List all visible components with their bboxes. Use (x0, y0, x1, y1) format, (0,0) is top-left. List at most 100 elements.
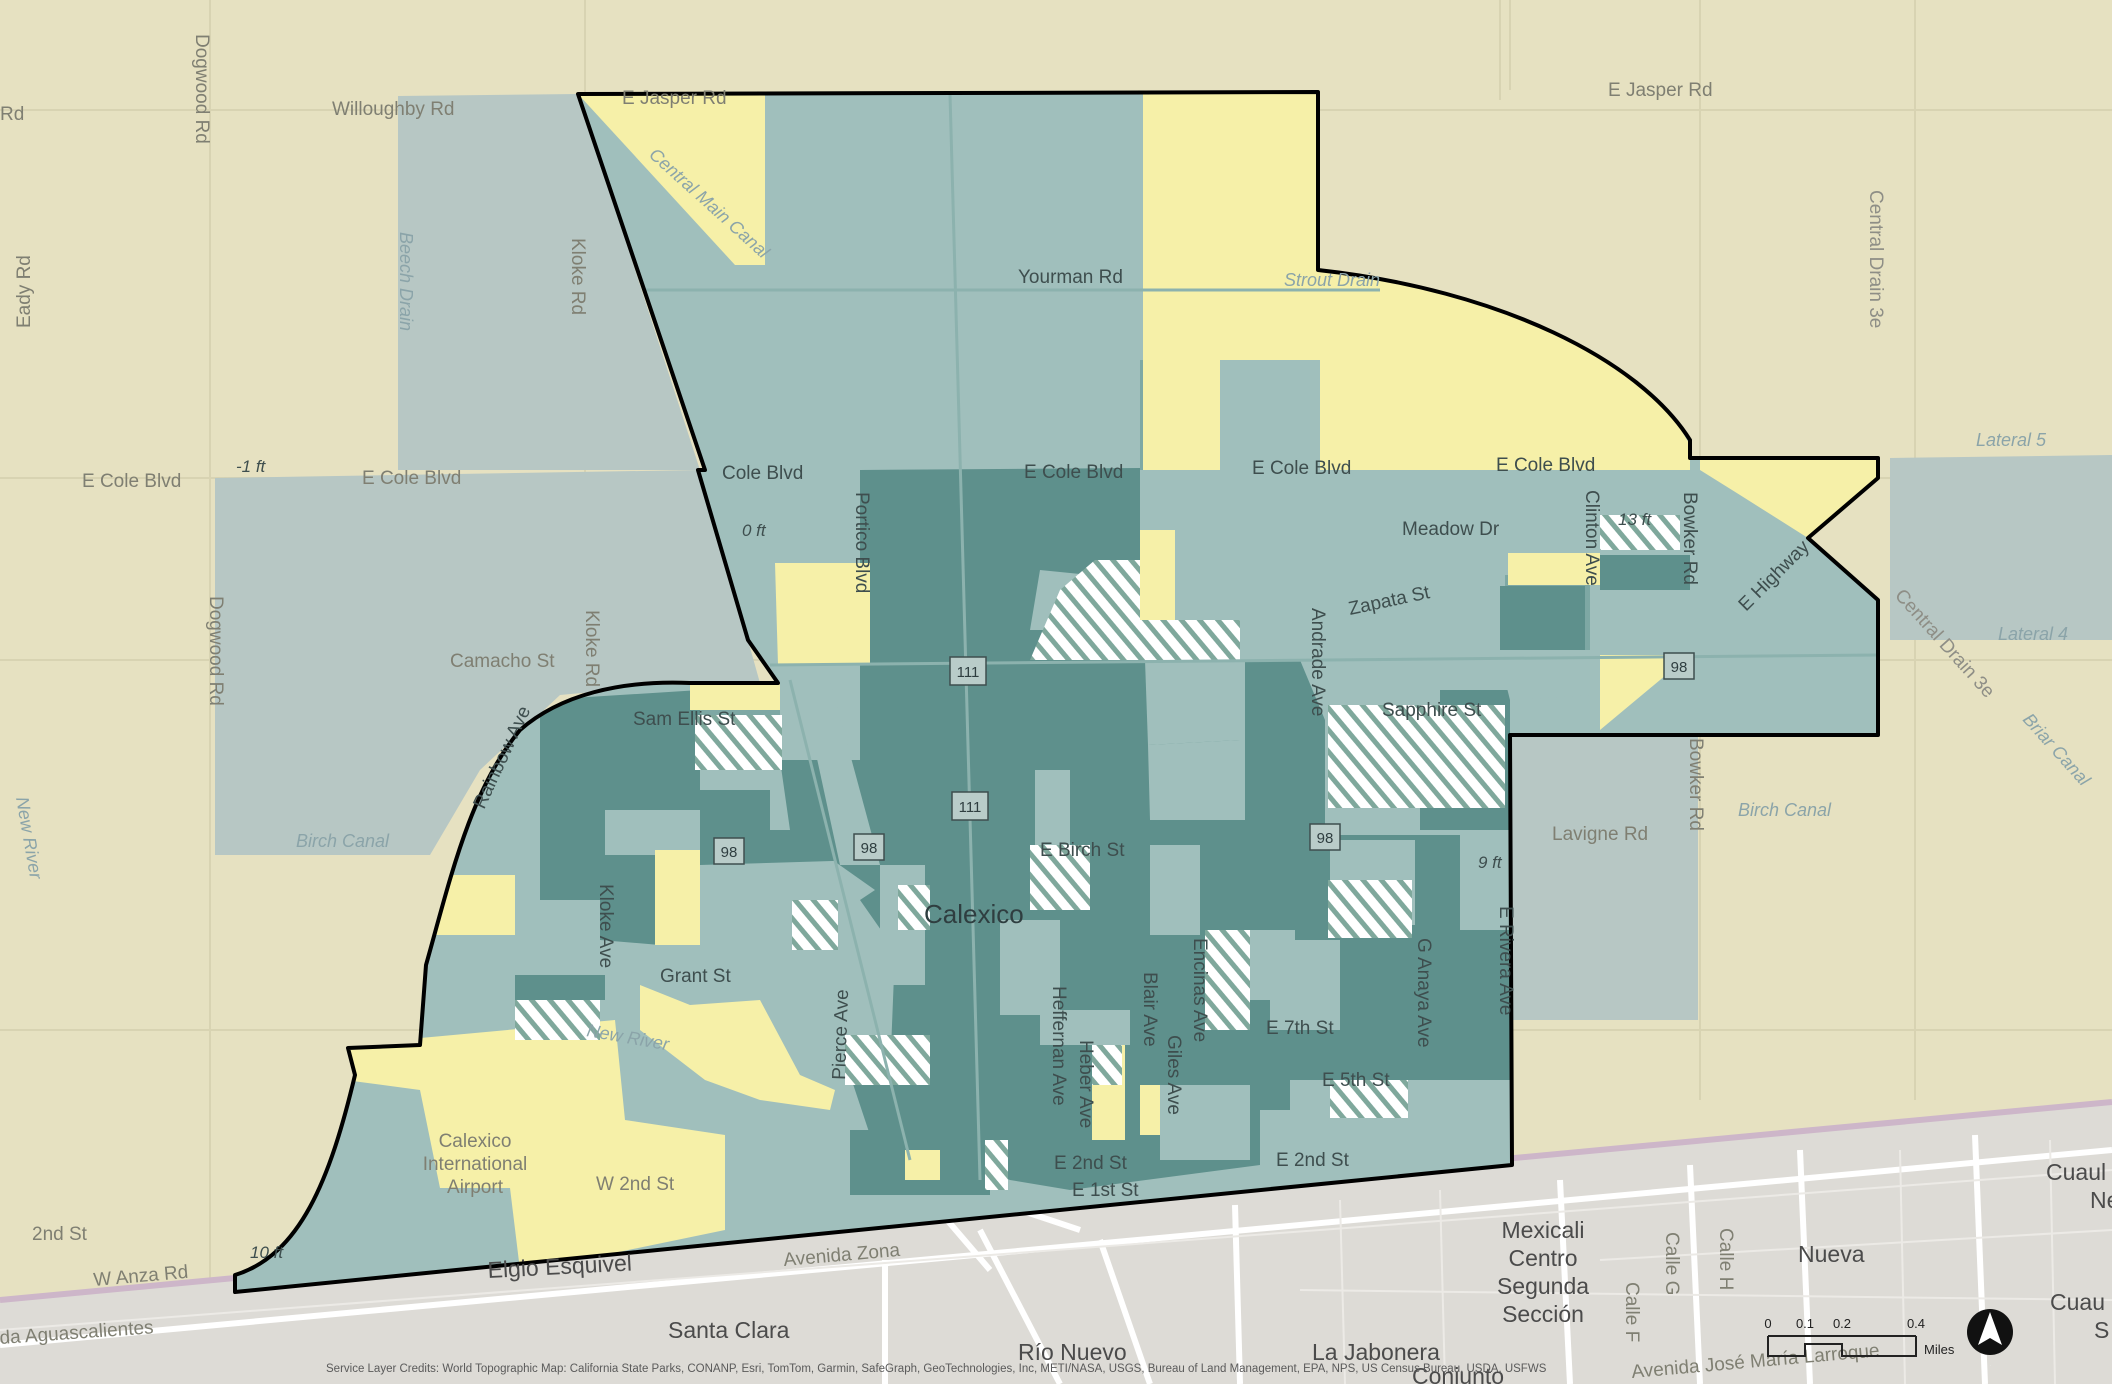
label-sapphire: Sapphire St (1382, 700, 1482, 721)
label-rivera: E Rivera Ave (1495, 906, 1516, 1015)
label-kloke-s: Kloke Ave (595, 884, 616, 968)
label-centro-3: Segunda (1497, 1273, 1589, 1299)
north-arrow-icon: N (1967, 1309, 2013, 1367)
svg-text:98: 98 (1671, 659, 1688, 676)
label-cole-4: E Cole Blvd (1024, 462, 1123, 483)
label-birch-canal-w: Birch Canal (296, 831, 390, 851)
label-cuau-2b: S (2094, 1317, 2109, 1343)
label-sam-ellis: Sam Ellis St (633, 709, 736, 730)
label-kloke-m: Kloke Rd (581, 610, 602, 687)
scale-unit: Miles (1924, 1342, 1955, 1357)
label-yourman: Yourman Rd (1018, 267, 1123, 288)
label-conjunto: Conjunto (1412, 1363, 1504, 1384)
outside-tracts (215, 94, 2112, 1020)
label-cuau-1: Cuaul (2046, 1159, 2106, 1185)
label-calle-h: Calle H (1715, 1228, 1736, 1290)
label-cole-1: E Cole Blvd (82, 471, 181, 492)
label-jasper-w: E Jasper Rd (622, 88, 727, 109)
label-eady: Eady Rd (14, 255, 35, 328)
place-label: Calexico (924, 899, 1024, 929)
highway-shields: 111 111 98 98 98 98 (713, 652, 1695, 865)
label-cuau-1b: Ne (2090, 1187, 2112, 1213)
label-fifth: E 5th St (1322, 1070, 1390, 1091)
label-kloke-n: Kloke Rd (567, 238, 588, 315)
label-cole-5: E Cole Blvd (1252, 458, 1351, 479)
label-elev-zero: 0 ft (742, 521, 767, 540)
label-jasper-e: E Jasper Rd (1608, 80, 1713, 101)
shield-98-c: 98 (1309, 823, 1341, 851)
label-santa-clara: Santa Clara (668, 1317, 790, 1343)
label-rio-nuevo: Río Nuevo (1018, 1339, 1127, 1365)
mexico-area (0, 1099, 2112, 1384)
label-heffernan: Heffernan Ave (1048, 986, 1069, 1106)
label-anaya: G Anaya Ave (1413, 938, 1434, 1048)
label-centro-1: Mexicali (1501, 1217, 1584, 1243)
label-dogwood-s: Dogwood Rd (205, 596, 226, 706)
label-calle-g: Calle G (1661, 1232, 1682, 1295)
label-lavigne: Lavigne Rd (1552, 824, 1648, 845)
label-bowker: Bowker Rd (1679, 492, 1700, 585)
scale-tick-3: 0.4 (1907, 1316, 1925, 1331)
label-first: E 1st St (1072, 1180, 1139, 1201)
airport-label: Calexico International Airport (423, 1131, 528, 1198)
label-beech-drain: Beech Drain (396, 232, 416, 331)
scale-bar: 0 0.1 0.2 0.4 Miles (1764, 1316, 1955, 1357)
svg-text:International: International (423, 1154, 528, 1175)
label-cuau-2: Cuau (2050, 1289, 2105, 1315)
label-clinton: Clinton Ave (1581, 490, 1602, 586)
svg-text:111: 111 (959, 799, 982, 816)
scale-tick-0: 0 (1764, 1316, 1771, 1331)
label-second-e2: E 2nd St (1276, 1150, 1350, 1171)
svg-text:111: 111 (957, 664, 980, 681)
label-second: 2nd St (32, 1224, 88, 1245)
label-giles: Giles Ave (1163, 1035, 1184, 1115)
shield-98-a: 98 (713, 837, 745, 865)
svg-text:98: 98 (861, 840, 878, 857)
tracts-hatched (515, 515, 1680, 1190)
label-portico: Portico Blvd (851, 492, 872, 593)
label-andrade: Andrade Ave (1307, 608, 1328, 716)
label-dogwood-n: Dogwood Rd (191, 34, 212, 144)
label-calle-f: Calle F (1621, 1282, 1642, 1342)
label-blair: Blair Ave (1139, 972, 1160, 1047)
label-lateral4: Lateral 4 (1998, 624, 2068, 644)
label-seventh: E 7th St (1266, 1018, 1334, 1039)
street-labels: Willoughby Rd Rd E Jasper Rd E Jasper Rd… (0, 34, 1998, 1291)
label-meadow: Meadow Dr (1402, 519, 1500, 540)
label-pierce: Pierce Ave (829, 989, 853, 1080)
label-heber: Heber Ave (1075, 1040, 1096, 1128)
shield-98-d: 98 (1663, 652, 1695, 680)
elevation-labels: -1 ft 0 ft 13 ft 9 ft 10 ft (236, 457, 1652, 1262)
label-centro-4: Sección (1502, 1301, 1584, 1327)
city-boundary (233, 90, 1880, 1294)
svg-text:N: N (1990, 1365, 1991, 1367)
svg-text:98: 98 (1317, 830, 1334, 847)
label-willoughby: Willoughby Rd (332, 99, 455, 120)
label-nueva: Nueva (1798, 1241, 1865, 1267)
scale-tick-2: 0.2 (1833, 1316, 1851, 1331)
label-elev-neg1: -1 ft (236, 457, 267, 476)
label-elev-13: 13 ft (1618, 510, 1652, 529)
scale-tick-1: 0.1 (1796, 1316, 1814, 1331)
label-second-w: W 2nd St (596, 1174, 675, 1195)
label-elev-9: 9 ft (1478, 853, 1503, 872)
label-bowker-s: Bowker Rd (1685, 738, 1706, 831)
shield-111-b: 111 (951, 791, 989, 821)
label-lateral5: Lateral 5 (1976, 430, 2047, 450)
label-la-jabonera: La Jabonera (1312, 1339, 1440, 1365)
label-encinas: Encinas Ave (1189, 938, 1210, 1042)
label-birch-canal-e: Birch Canal (1738, 800, 1832, 820)
label-second-e: E 2nd St (1054, 1153, 1128, 1174)
label-elev-10: 10 ft (250, 1243, 284, 1262)
label-cole-3: Cole Blvd (722, 463, 803, 484)
svg-text:98: 98 (721, 844, 738, 861)
credits-text: Service Layer Credits: World Topographic… (326, 1363, 1547, 1375)
label-centro-2: Centro (1508, 1245, 1577, 1271)
label-camacho: Camacho St (450, 651, 555, 672)
label-birch: E Birch St (1040, 840, 1125, 861)
label-strout-drain: Strout Drain (1284, 270, 1380, 290)
shield-111-a: 111 (949, 656, 987, 686)
svg-text:Calexico: Calexico (439, 1131, 512, 1152)
label-cole-6: E Cole Blvd (1496, 455, 1595, 476)
